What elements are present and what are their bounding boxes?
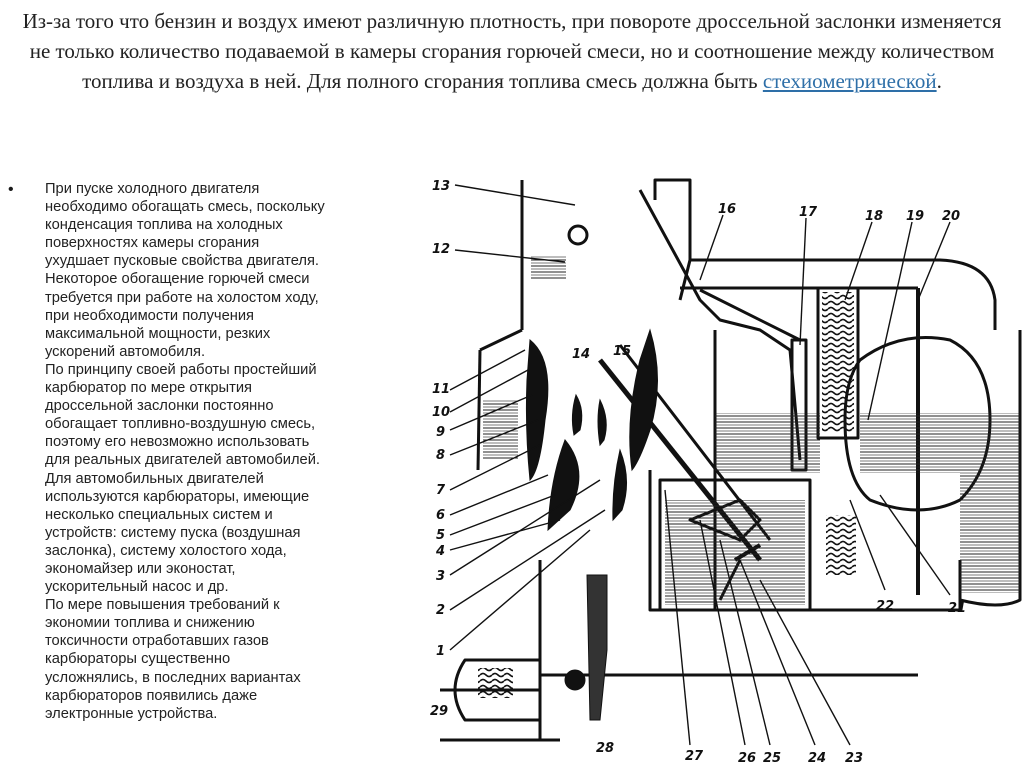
part-label-17: 17 — [799, 205, 818, 220]
stoichiometric-link[interactable]: стехиометрической — [762, 69, 937, 93]
part-label-14: 14 — [572, 347, 590, 362]
text-line: При пуске холодного двигателя — [45, 181, 260, 197]
text-line: максимальной мощности, резких — [45, 325, 271, 342]
text-line: карбюраторы существенно — [45, 651, 231, 668]
part-label-26: 26 — [738, 751, 756, 766]
part-label-3: 3 — [436, 569, 445, 584]
part-label-24: 24 — [808, 751, 826, 766]
part-label-11: 11 — [432, 382, 450, 397]
carburetor-drawing: 13 12 11 10 9 8 7 6 5 4 3 2 1 29 28 27 2… — [430, 178, 1022, 766]
text-line: дроссельной заслонки постоянно — [45, 398, 274, 415]
part-label-1: 1 — [436, 644, 445, 659]
part-label-2: 2 — [436, 603, 445, 618]
text-line: ускорений автомобиля. — [45, 343, 206, 360]
text-line: ускорительный насос и др. — [45, 579, 229, 596]
header-paragraph: Из-за того что бензин и воздух имеют раз… — [20, 6, 1004, 96]
header-period: . — [936, 69, 942, 93]
part-label-16: 16 — [718, 202, 736, 217]
text-line: для реальных двигателей автомобилей. — [45, 452, 321, 469]
part-label-13: 13 — [432, 179, 450, 194]
text-line: усложнялись, в последних вариантах — [45, 669, 301, 686]
text-line: при необходимости получения — [45, 307, 255, 324]
part-label-7: 7 — [436, 483, 446, 498]
bullet-text: При пуске холодного двигателя необходимо… — [45, 180, 405, 723]
text-line: По принципу своей работы простейший — [45, 361, 317, 378]
text-line: токсичности отработавших газов — [45, 633, 269, 650]
text-line: обогащает топливно-воздушную смесь, — [45, 416, 316, 433]
part-label-27: 27 — [685, 749, 704, 764]
carburetor-diagram: 13 12 11 10 9 8 7 6 5 4 3 2 1 29 28 27 2… — [425, 168, 1024, 767]
text-line: требуется при работе на холостом ходу, — [45, 289, 319, 306]
part-label-15: 15 — [613, 344, 631, 359]
part-label-28: 28 — [596, 741, 614, 756]
text-line: конденсация топлива на холодных — [45, 217, 283, 234]
part-label-18: 18 — [865, 209, 883, 224]
text-line: устройств: систему пуска (воздушная — [45, 524, 301, 541]
text-line: Для автомобильных двигателей — [45, 470, 264, 487]
text-line: заслонка), систему холостого хода, — [45, 542, 287, 559]
part-label-12: 12 — [432, 242, 450, 257]
text-line: карбюратор по мере открытия — [45, 380, 253, 397]
text-line: электронные устройства. — [45, 705, 218, 722]
part-label-8: 8 — [436, 448, 445, 463]
text-line: необходимо обогащать смесь, поскольку — [45, 199, 325, 216]
text-line: По мере повышения требований к — [45, 597, 280, 614]
part-label-9: 9 — [436, 425, 445, 440]
text-line: Некоторое обогащение горючей смеси — [45, 271, 310, 288]
text-line: ухудшает пусковые свойства двигателя. — [45, 253, 320, 270]
header-text: Из-за того что бензин и воздух имеют раз… — [22, 9, 1002, 93]
text-line: используются карбюраторы, имеющие — [45, 488, 310, 505]
text-line: несколько специальных систем и — [45, 506, 273, 523]
text-line: поэтому его невозможно использовать — [45, 434, 310, 451]
text-line: карбюраторов появились даже — [45, 687, 258, 704]
part-label-20: 20 — [942, 209, 960, 224]
part-label-19: 19 — [906, 209, 924, 224]
part-label-25: 25 — [763, 751, 781, 766]
part-label-22: 22 — [876, 599, 894, 614]
part-label-4: 4 — [435, 544, 445, 559]
bullet-marker: • — [8, 181, 14, 198]
text-line: поверхностях камеры сгорания — [45, 235, 260, 252]
text-line: экономайзер или эконостат, — [45, 560, 236, 577]
part-label-5: 5 — [436, 528, 445, 543]
text-line: экономии топлива и снижению — [45, 615, 255, 632]
part-label-23: 23 — [845, 751, 863, 766]
part-label-10: 10 — [432, 405, 450, 420]
part-label-6: 6 — [436, 508, 445, 523]
part-label-29: 29 — [430, 704, 448, 719]
part-label-21: 21 — [948, 601, 966, 616]
